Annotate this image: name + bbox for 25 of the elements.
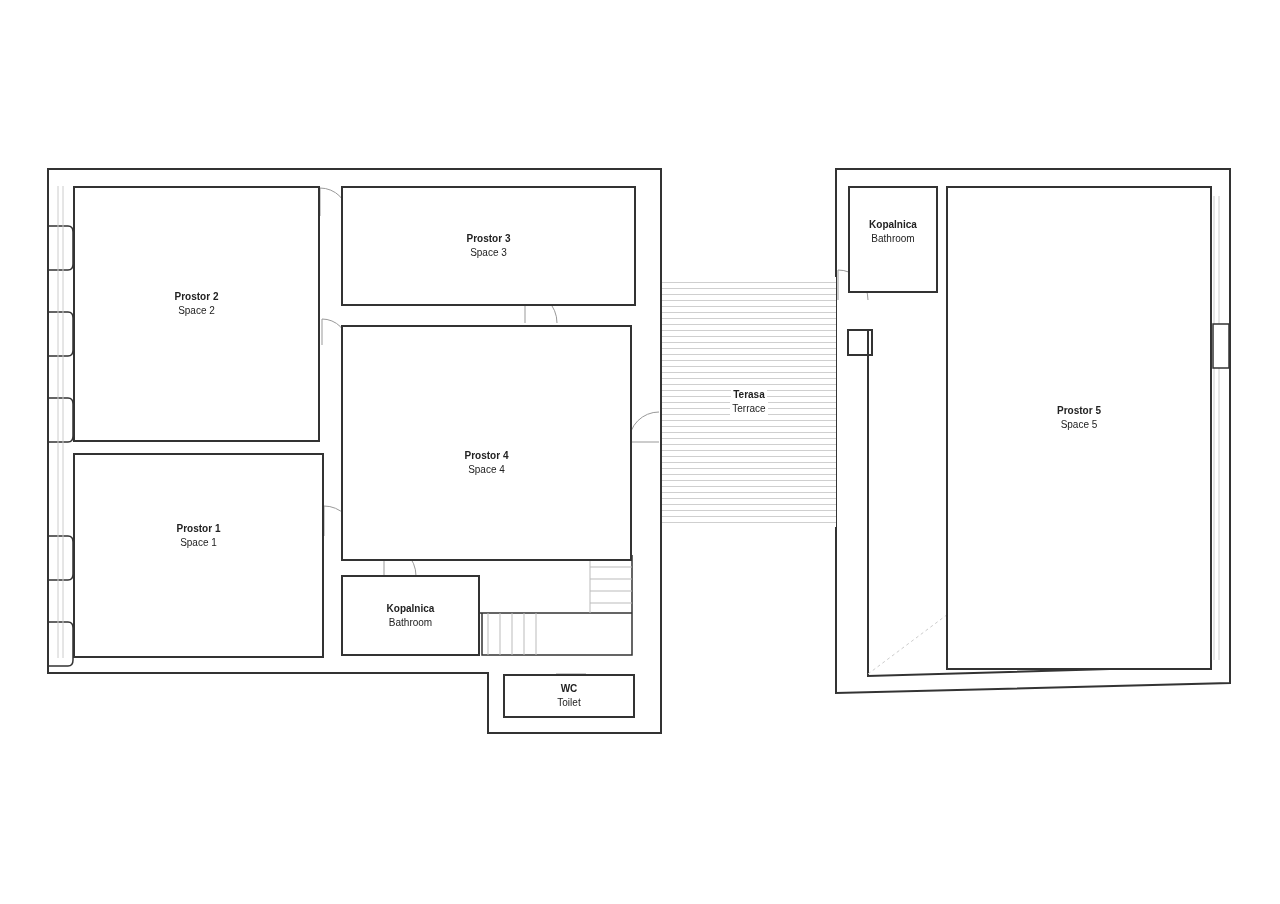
room-area bbox=[73, 186, 320, 442]
room-area bbox=[946, 186, 1212, 670]
room-name-translation: Toilet bbox=[556, 696, 582, 710]
room-name-translation: Bathroom bbox=[387, 615, 434, 630]
room-name-translation: Space 2 bbox=[177, 304, 216, 318]
room-area bbox=[341, 325, 632, 561]
room-name: Kopalnica bbox=[868, 218, 918, 232]
room-name: Prostor 2 bbox=[173, 290, 220, 304]
room-name: Prostor 4 bbox=[463, 449, 510, 463]
room-name: Prostor 3 bbox=[465, 232, 512, 246]
room-name-translation: Space 1 bbox=[179, 535, 218, 550]
room-name: WC bbox=[559, 682, 579, 696]
room-name-translation: Bathroom bbox=[870, 232, 916, 246]
room-area bbox=[341, 186, 636, 306]
room-area bbox=[503, 674, 635, 718]
room-area bbox=[848, 186, 938, 293]
room-name-translation: Space 4 bbox=[467, 463, 506, 477]
room-name: Prostor 5 bbox=[1056, 404, 1102, 418]
room-name-translation: Space 5 bbox=[1059, 418, 1099, 432]
room-name-translation: Terrace bbox=[730, 402, 768, 416]
room-name: Prostor 1 bbox=[175, 521, 222, 536]
room-name-translation: Space 3 bbox=[469, 246, 508, 260]
room-name: Kopalnica bbox=[385, 601, 436, 616]
room-area bbox=[73, 453, 324, 658]
room-area bbox=[341, 575, 480, 656]
